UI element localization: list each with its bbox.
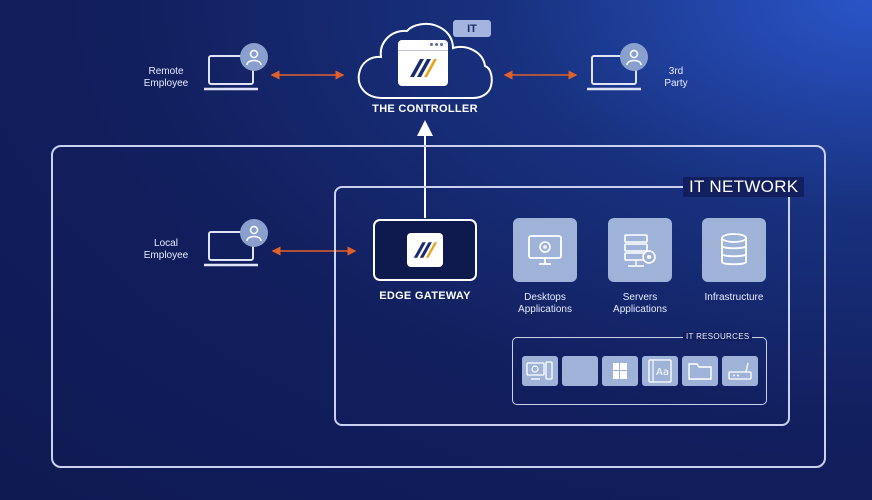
servers-label-1: Servers	[622, 292, 658, 303]
servers-label: Servers Applications	[595, 292, 685, 316]
desktop-tower-icon	[522, 356, 558, 386]
it-resources-title: IT RESOURCES	[683, 332, 753, 341]
edge-gateway-label: EDGE GATEWAY	[379, 290, 471, 302]
user-icon	[626, 49, 642, 66]
desktops-label-1: Desktops	[524, 292, 566, 303]
desktop-gear-icon	[513, 218, 577, 282]
local-employee-avatar	[240, 219, 268, 247]
controller-window	[398, 40, 448, 88]
remote-employee-label: Remote Employee	[138, 66, 194, 90]
controller-logo-icon	[410, 59, 437, 77]
local-employee-label-2: Employee	[143, 250, 189, 261]
local-employee-label-1: Local	[154, 238, 178, 249]
controller-label: THE CONTROLLER	[372, 103, 478, 115]
user-icon	[246, 225, 262, 242]
infrastructure-label: Infrastructure	[704, 292, 764, 303]
it-network-boundary	[334, 186, 790, 426]
router-icon	[722, 356, 758, 386]
it-resources-box	[512, 337, 767, 405]
desktops-label-2: Applications	[518, 304, 572, 315]
it-badge: IT	[453, 20, 491, 37]
third-party-label: 3rd Party	[656, 66, 696, 90]
desktops-label: Desktops Applications	[500, 292, 590, 316]
svg-text:Aa: Aa	[656, 367, 669, 378]
enterprise-boundary	[51, 145, 826, 468]
third-party-label-2: Party	[664, 78, 688, 89]
folder-icon	[682, 356, 718, 386]
it-network-title: IT NETWORK	[683, 177, 805, 197]
cloud-icon	[357, 22, 493, 99]
remote-employee-avatar	[240, 43, 268, 71]
edge-gateway-box	[373, 219, 477, 281]
remote-employee-label-1: Remote	[148, 66, 184, 77]
servers-label-2: Applications	[613, 304, 667, 315]
third-party-label-1: 3rd	[668, 66, 684, 77]
gateway-logo-icon	[413, 242, 438, 258]
server-gear-icon	[608, 218, 672, 282]
third-party-avatar	[620, 43, 648, 71]
font-book-icon: Aa	[642, 356, 678, 386]
user-icon	[246, 49, 262, 66]
remote-employee-label-2: Employee	[143, 78, 189, 89]
blank-tile	[562, 356, 598, 386]
local-employee-label: Local Employee	[138, 238, 194, 262]
gateway-logo	[407, 233, 443, 267]
windows-icon	[602, 356, 638, 386]
database-icon	[702, 218, 766, 282]
